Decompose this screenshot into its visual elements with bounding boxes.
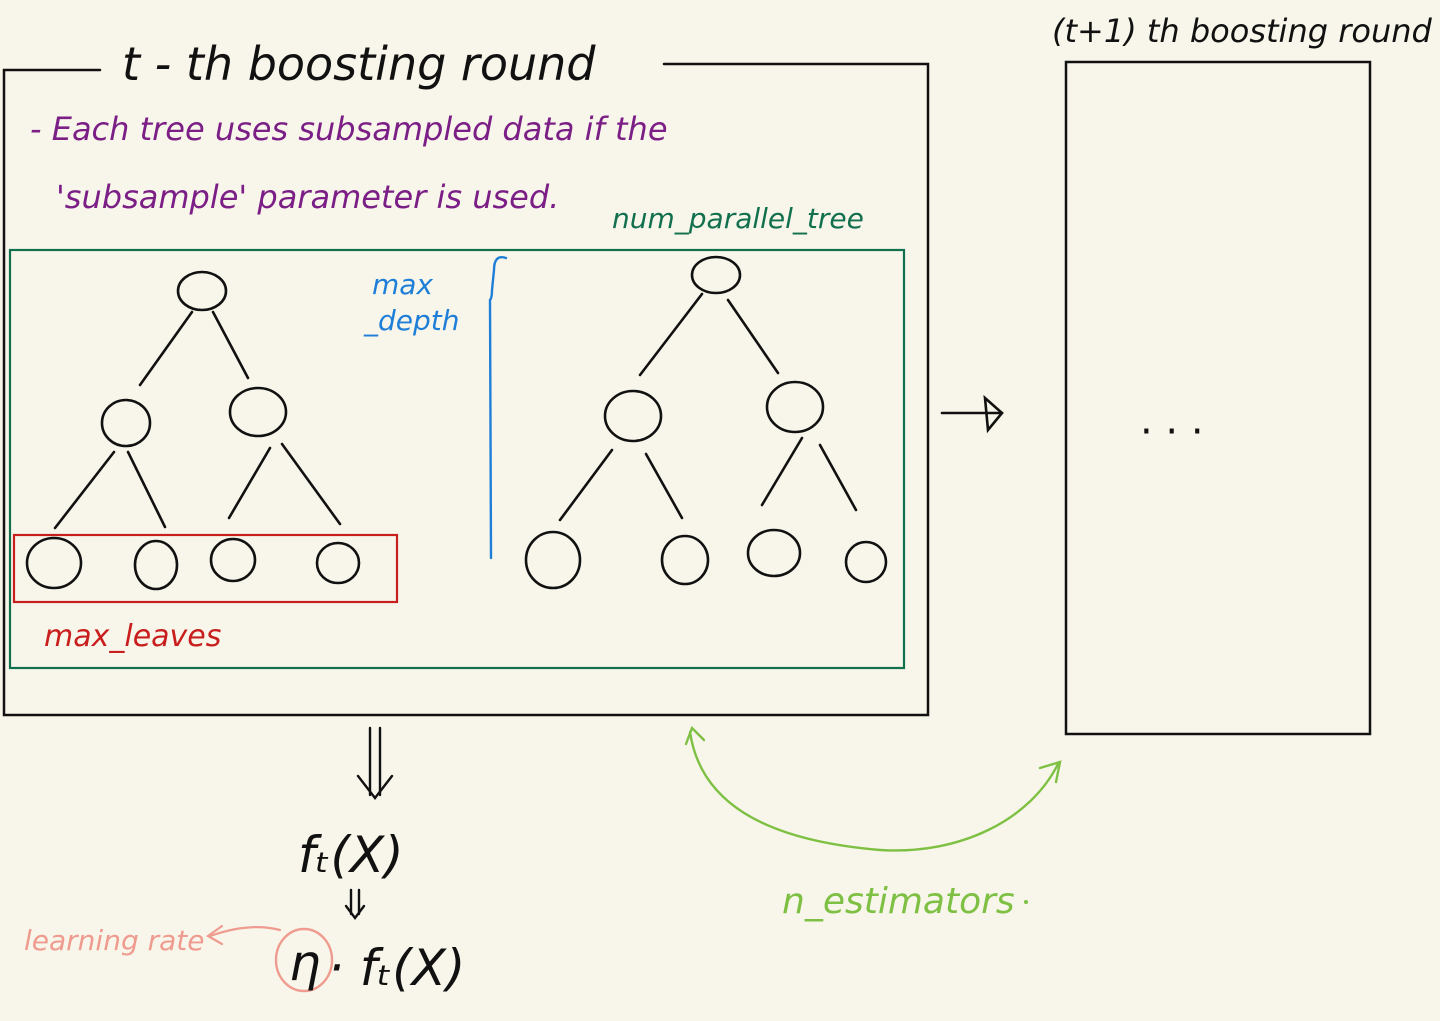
tree-left-node-l	[100, 398, 152, 448]
subsample-note-line1: - Each tree uses subsampled data if the	[30, 110, 668, 148]
tree-right-leaf	[844, 540, 888, 584]
num-parallel-tree-label: num_parallel_tree	[612, 202, 864, 235]
tree-left-leaf	[209, 537, 257, 583]
tree-right-node-l	[603, 389, 663, 443]
tree-left-leaf	[133, 539, 179, 591]
round-next-box	[1064, 60, 1372, 736]
round-t-box	[2, 62, 930, 717]
tree-left-edge	[227, 446, 272, 520]
subsample-note-line2: 'subsample' parameter is used.	[56, 178, 559, 216]
tree-left-leaf	[315, 541, 361, 585]
tree-left-edge	[138, 310, 194, 387]
scaled-output-formula: · fₜ(X)	[328, 939, 465, 997]
n-estimators-label: n_estimators	[782, 881, 1015, 922]
tree-right-leaf	[524, 530, 582, 590]
tree-left-leaf	[25, 536, 83, 590]
tree-right-edge	[638, 292, 704, 377]
tree-right-edge	[818, 443, 858, 512]
tree-right-leaf	[746, 528, 802, 578]
n-estimators-dot	[1024, 900, 1028, 904]
max-depth-label-line1: max	[372, 268, 433, 301]
tree-left-edge	[280, 442, 342, 526]
scale-arrow	[344, 888, 366, 920]
tree-right	[524, 255, 888, 590]
tree-left-node-r	[228, 386, 288, 438]
tree-left-edge	[211, 310, 250, 380]
max-depth-bracket	[488, 256, 508, 560]
tree-left	[25, 270, 361, 591]
round-next-title: (t+1) th boosting round	[1052, 12, 1433, 50]
tree-right-leaf	[660, 534, 710, 586]
learning-rate-label: learning rate	[24, 924, 205, 957]
tree-left-edge	[126, 450, 167, 529]
max-leaves-box	[12, 533, 399, 604]
next-round-arrow	[940, 394, 1004, 434]
tree-right-edge	[760, 436, 804, 507]
tree-right-edge	[644, 452, 684, 520]
tree-output-formula: fₜ(X)	[298, 826, 404, 884]
tree-right-edge	[726, 298, 780, 375]
tree-right-edge	[558, 448, 614, 522]
round-next-ellipsis: · · ·	[1140, 409, 1204, 455]
eta-circle	[274, 927, 334, 993]
n-estimators-arc	[684, 725, 1062, 852]
max-leaves-label: max_leaves	[44, 619, 221, 654]
tree-left-edge	[53, 450, 116, 530]
tree-left-root-node	[176, 270, 228, 312]
output-double-arrow	[356, 726, 394, 800]
tree-right-node-r	[765, 380, 825, 434]
round-t-title: t - th boosting round	[122, 37, 596, 91]
tree-right-root-node	[690, 255, 742, 295]
learning-rate-arrow	[205, 924, 282, 946]
parallel-trees-box	[8, 248, 906, 670]
eta-symbol: η	[289, 934, 321, 992]
max-depth-label-line2: _depth	[363, 304, 460, 337]
